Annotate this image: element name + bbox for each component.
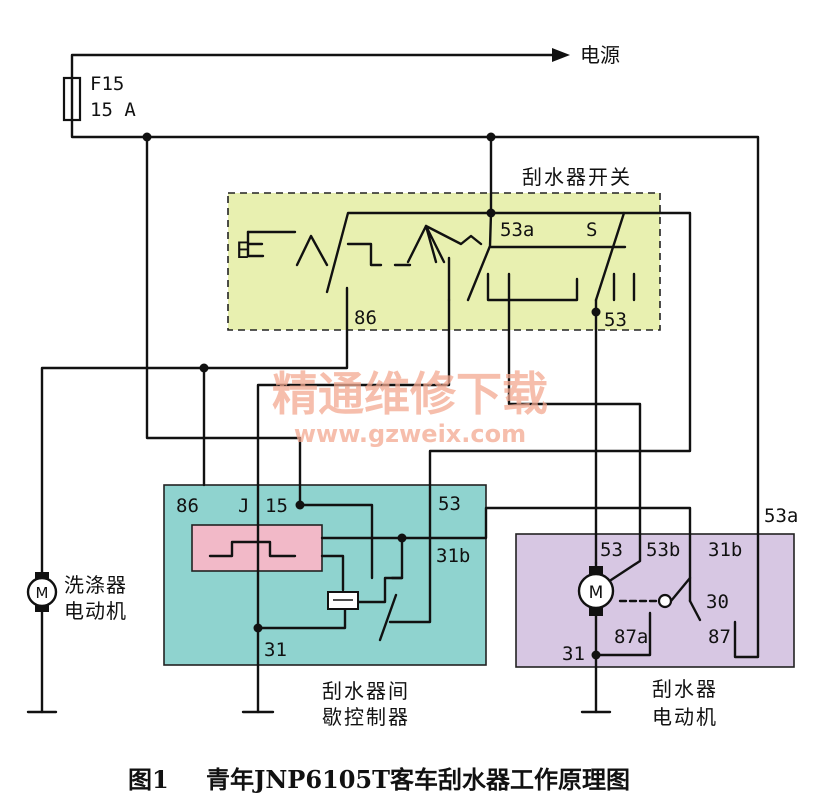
wiper-motor-title-line2: 电动机 xyxy=(652,705,718,729)
junction-dot xyxy=(295,500,305,510)
washer-motor-symbol-label: M xyxy=(36,584,49,602)
motor-pin-53a: 53a xyxy=(764,505,798,527)
junction-dot xyxy=(142,132,152,142)
motor-pin-31: 31 xyxy=(562,643,585,665)
junction-dots xyxy=(142,132,601,660)
power-arrow-icon xyxy=(552,48,570,62)
fuse-name-label: F15 xyxy=(90,73,124,95)
motor-pin-30: 30 xyxy=(706,591,729,613)
junction-dot xyxy=(486,208,496,218)
junction-dot xyxy=(397,533,407,543)
watermark-title: 精通维修下载 xyxy=(272,367,548,421)
controller-pin-53: 53 xyxy=(438,493,461,515)
switch-pin-S: S xyxy=(586,219,597,241)
washer-motor-icon: M xyxy=(26,572,58,612)
figure-title: 青年JNP6105T客车刮水器工作原理图 xyxy=(206,765,630,794)
controller-pin-86: 86 xyxy=(176,495,199,517)
wiring xyxy=(26,48,760,714)
motor-pin-87a: 87a xyxy=(614,626,648,648)
motor-pin-53: 53 xyxy=(600,539,623,561)
power-label: 电源 xyxy=(580,43,620,67)
timer-pulse-icon xyxy=(208,540,297,558)
switch-pin-E: E xyxy=(236,239,249,264)
switch-pin-86: 86 xyxy=(354,307,377,329)
motor-pin-31b: 31b xyxy=(708,539,742,561)
watermark-url: www.gzweix.com xyxy=(294,420,526,448)
motor-pin-53b: 53b xyxy=(646,539,680,561)
washer-title-line1: 洗涤器 xyxy=(64,573,127,597)
wiper-motor-title-line1: 刮水器 xyxy=(652,677,718,701)
controller-relay-J: J xyxy=(238,495,249,517)
controller-pin-31: 31 xyxy=(264,639,287,661)
junction-dot xyxy=(591,650,601,660)
switch-pin-53a: 53a xyxy=(500,219,534,241)
wiper-motor-icon: M xyxy=(577,566,615,616)
junction-dot xyxy=(199,363,209,373)
controller-title-line1: 刮水器间 xyxy=(322,679,410,703)
washer-title-line2: 电动机 xyxy=(64,599,127,623)
switch-pin-53: 53 xyxy=(604,309,627,331)
controller-pin-31b: 31b xyxy=(436,545,470,567)
controller-title-line2: 歇控制器 xyxy=(322,705,410,729)
intermittent-controller-box xyxy=(163,484,487,666)
junction-dot xyxy=(486,132,496,142)
wiper-switch-title: 刮水器开关 xyxy=(522,165,632,189)
fuse-rating-label: 15 A xyxy=(90,99,136,121)
motor-pin-87: 87 xyxy=(708,626,731,648)
wiper-motor-symbol-label: M xyxy=(589,583,604,603)
figure-number: 图1 xyxy=(128,765,169,794)
junction-dot xyxy=(591,307,601,317)
junction-dot xyxy=(253,623,263,633)
controller-pin-15: 15 xyxy=(265,495,288,517)
